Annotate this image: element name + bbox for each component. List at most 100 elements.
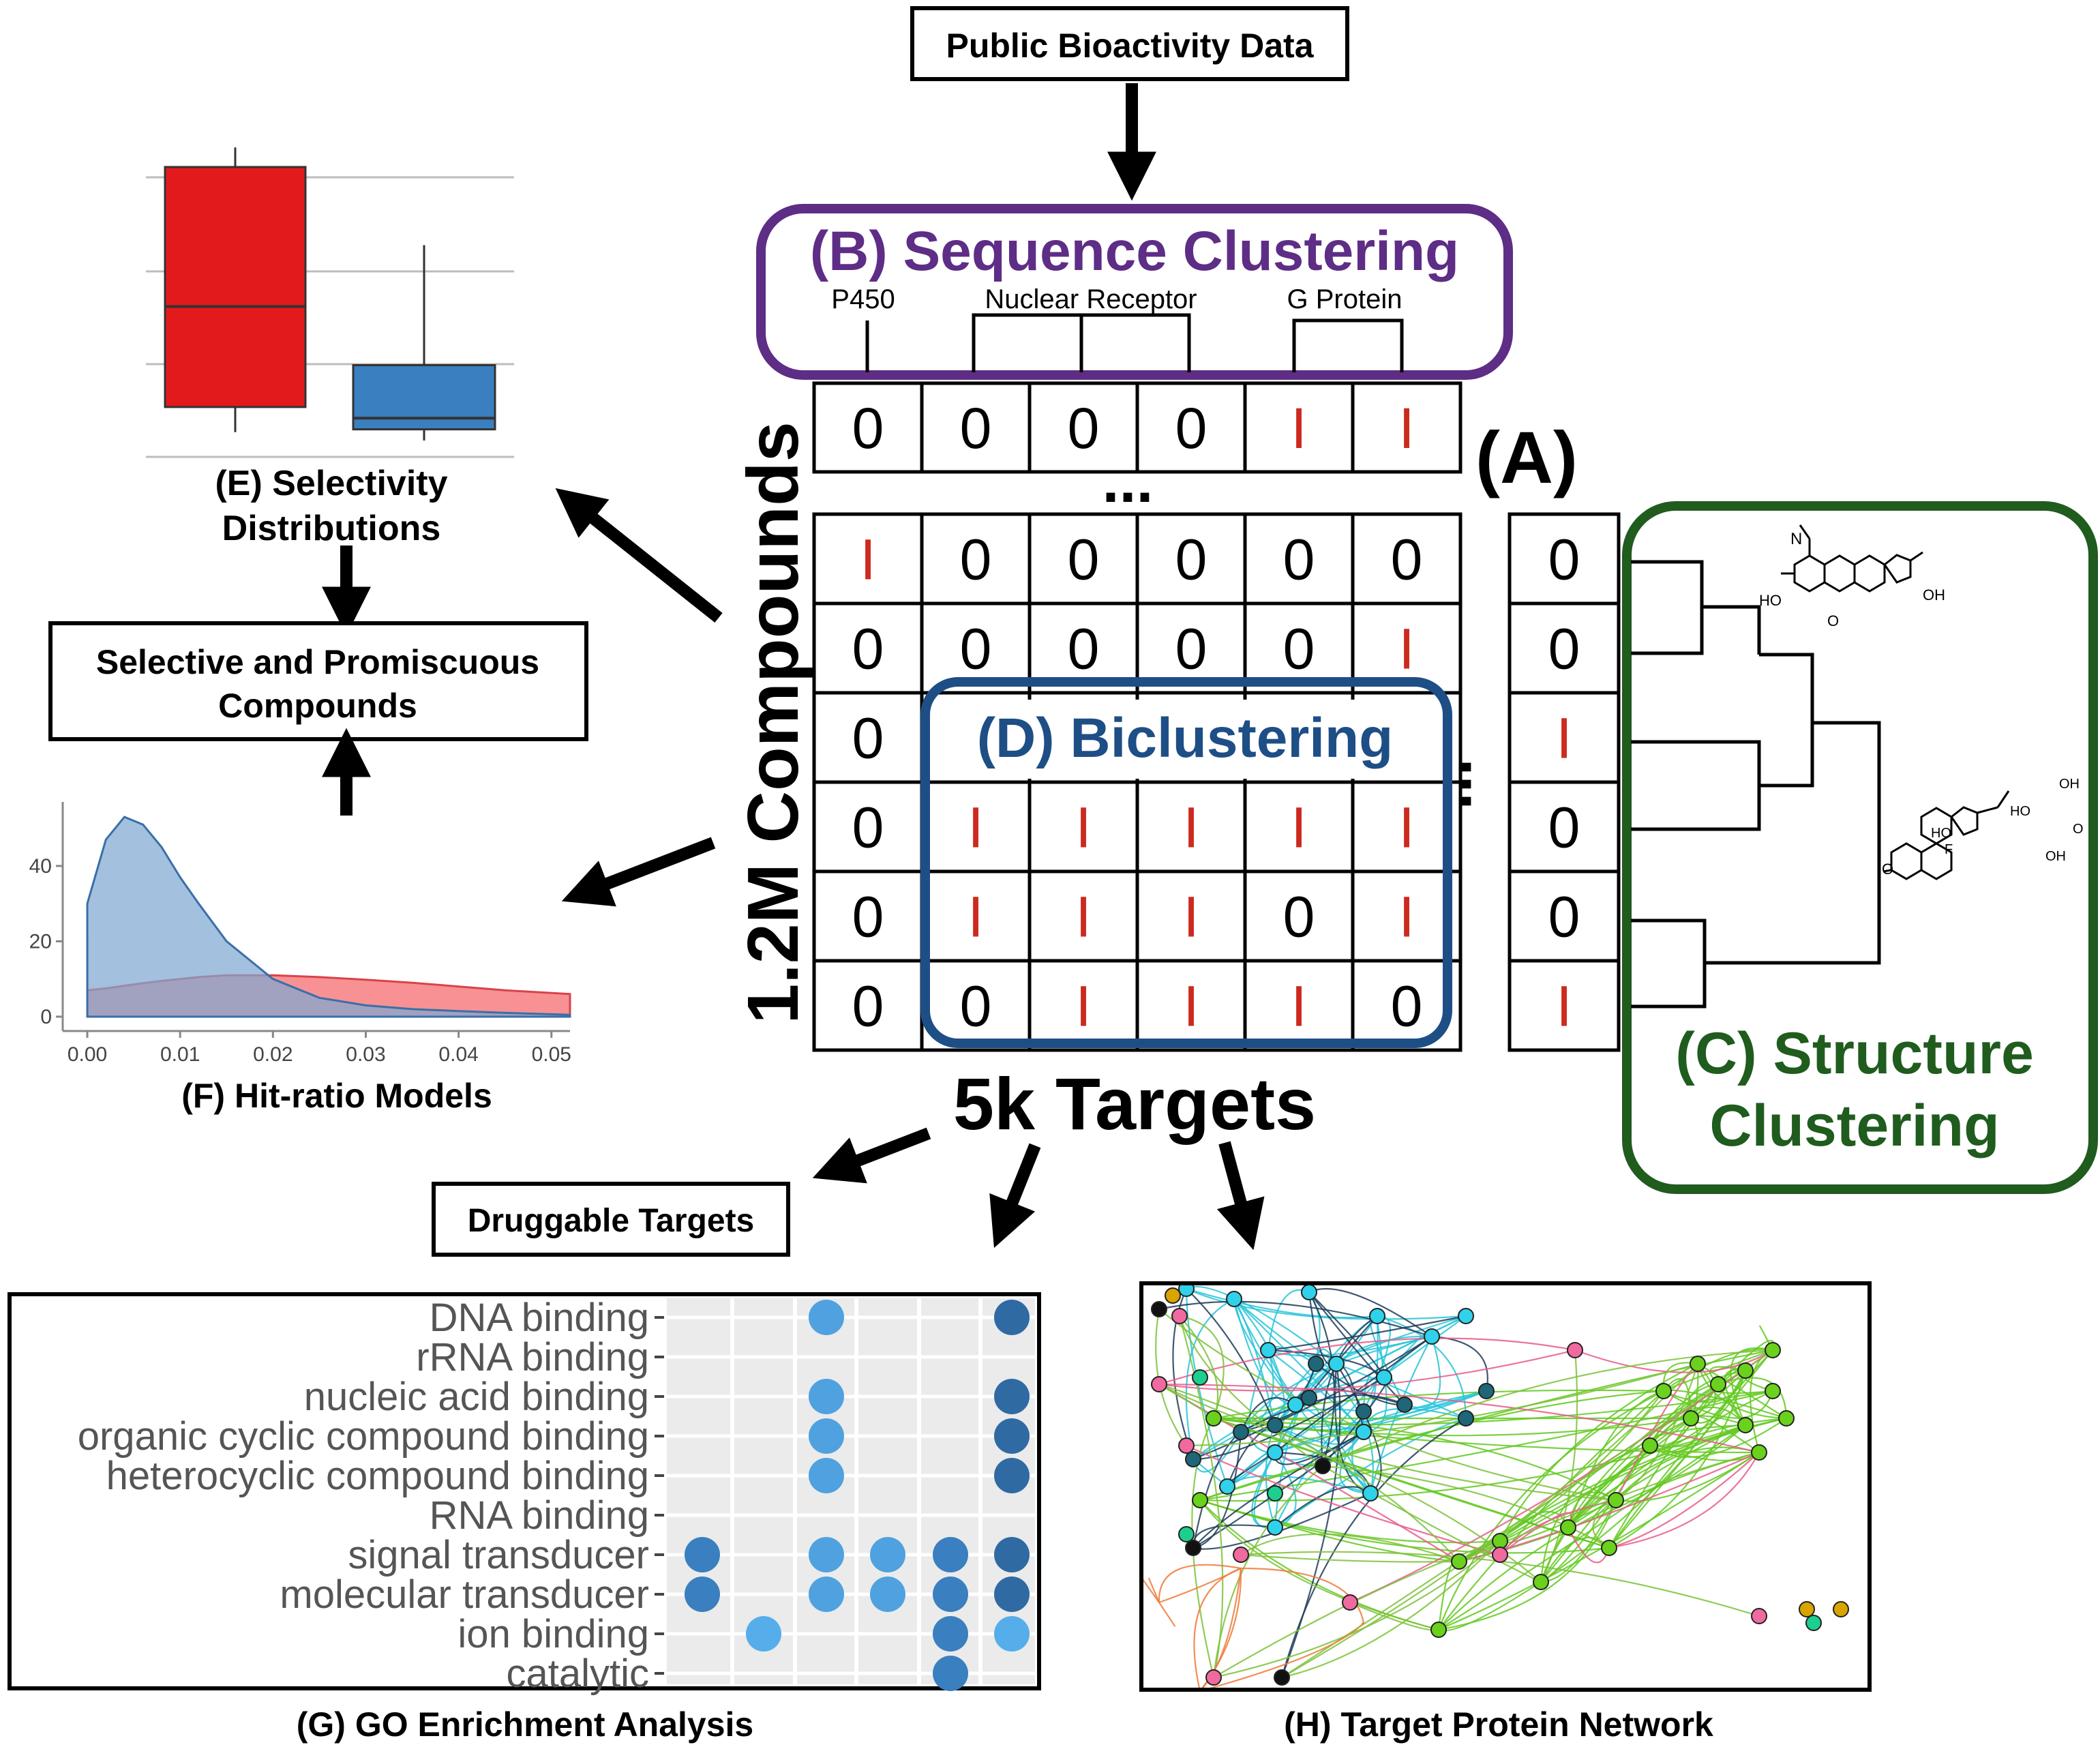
go-term-label: rRNA binding — [416, 1335, 649, 1379]
network-node-yellow — [1833, 1601, 1849, 1617]
matrix-cell-value: 0 — [1548, 617, 1580, 681]
network-edge — [1172, 1288, 1195, 1460]
network-node-green — [1205, 1410, 1222, 1427]
network-node-green — [1655, 1383, 1672, 1399]
network-edge — [1362, 1407, 1467, 1433]
go-term-label: heterocyclic compound binding — [106, 1454, 649, 1498]
network-layer — [1143, 1285, 1849, 1688]
panel-e-caption-2: Distributions — [222, 509, 441, 548]
network-edge — [1608, 1452, 1760, 1549]
network-node-green — [1451, 1553, 1467, 1570]
network-edge — [1437, 1390, 1664, 1630]
matrix-side-cell — [1508, 959, 1621, 1052]
matrix-top-cell — [812, 381, 924, 474]
network-edge — [1213, 1389, 1664, 1420]
network-node-pink — [1205, 1669, 1222, 1686]
network-edge — [1213, 1540, 1501, 1679]
network-node-cyan — [1376, 1369, 1392, 1386]
matrix-cell-value: I — [860, 528, 875, 592]
matrix-cell — [1135, 869, 1247, 963]
molecule-bottom-ho1: HO — [1931, 826, 1951, 841]
network-edge — [1567, 1424, 1746, 1528]
network-node-pink — [1151, 1376, 1167, 1392]
network-edge — [1158, 1564, 1242, 1603]
network-edge — [1186, 1288, 1276, 1426]
network-edge — [1143, 1579, 1160, 1603]
network-edge — [1322, 1465, 1610, 1549]
network-node-teal — [1458, 1410, 1474, 1427]
boxplot-box — [164, 166, 307, 408]
network-edge — [1199, 1390, 1664, 1502]
matrix-cell-value: I — [1398, 885, 1414, 949]
matrix-cell — [920, 780, 1032, 874]
network-node-black — [1315, 1458, 1331, 1474]
density-x-tick-label: 0.00 — [68, 1043, 107, 1066]
network-edge — [1608, 1452, 1760, 1549]
sequence-dendrogram — [865, 313, 1404, 372]
network-edge — [1240, 1533, 1460, 1563]
network-edge — [1191, 1418, 1215, 1678]
matrix-cell-value: I — [1075, 796, 1091, 860]
go-dot — [994, 1379, 1030, 1414]
network-edge — [1663, 1348, 1773, 1392]
sequence-clustering-title: (B) Sequence Clustering — [810, 220, 1459, 282]
network-edge — [1540, 1444, 1651, 1583]
arrow-targets-to-go — [989, 1143, 1041, 1249]
density-x-tick-label: 0.03 — [346, 1043, 385, 1066]
network-edge — [1186, 1287, 1378, 1319]
matrix-cell-value: 0 — [1175, 528, 1208, 592]
matrix-cell-value: 0 — [1175, 396, 1208, 460]
matrix-cell-value: 0 — [960, 396, 992, 460]
network-edge — [1199, 1424, 1746, 1502]
matrix-cell-value: I — [1398, 796, 1414, 860]
target-protein-network — [1143, 1285, 1849, 1688]
matrix-cell-value: I — [1075, 885, 1091, 949]
matrix-cell — [1028, 959, 1139, 1052]
matrix-horizontal-ellipsis: ... — [1448, 758, 1516, 809]
network-edge — [1178, 1315, 1323, 1467]
group-nuclear-receptor-label: Nuclear Receptor — [985, 284, 1197, 314]
matrix-top-cell — [1351, 381, 1462, 474]
selectivity-boxplot — [146, 147, 514, 458]
matrix-cell-value: 0 — [1283, 885, 1315, 949]
go-dot — [994, 1537, 1030, 1572]
go-term-label: ion binding — [457, 1612, 649, 1656]
network-edge — [1322, 1465, 1542, 1583]
network-node-mint — [1192, 1369, 1208, 1386]
matrix-top-cell — [1243, 381, 1355, 474]
network-node-cyan — [1267, 1519, 1283, 1536]
matrix-cell-value: 0 — [1391, 528, 1423, 592]
network-node-green — [1778, 1410, 1795, 1427]
network-node-green — [1642, 1437, 1658, 1454]
matrix-cell-value: 0 — [1548, 796, 1580, 860]
matrix-cell — [1028, 869, 1139, 963]
go-dot — [933, 1537, 968, 1572]
network-node-yellow — [1799, 1601, 1815, 1617]
network-edge — [1574, 1349, 1773, 1373]
network-edge — [1199, 1499, 1439, 1631]
arrow-targets-to-druggable — [812, 1127, 931, 1184]
matrix-cell-value: 0 — [852, 706, 884, 771]
network-node-black — [1274, 1669, 1290, 1686]
go-dot — [933, 1616, 968, 1652]
go-term-label: catalytic — [506, 1652, 649, 1696]
matrix-cell — [1243, 959, 1355, 1052]
arrow-targets-to-network — [1216, 1141, 1265, 1251]
go-dot — [933, 1656, 968, 1691]
network-node-cyan — [1178, 1285, 1195, 1297]
network-node-mint — [1805, 1615, 1822, 1631]
network-edge — [1158, 1300, 1432, 1338]
matrix-side-cell — [1508, 512, 1621, 606]
go-dot — [809, 1300, 844, 1335]
network-edge — [1179, 1315, 1219, 1419]
molecule-bottom-ho2: HO — [2010, 804, 2030, 819]
matrix-cell — [812, 959, 924, 1052]
network-edge — [1212, 1465, 1323, 1678]
network-edge — [1185, 1298, 1235, 1460]
matrix-cell-value: 0 — [960, 617, 992, 681]
network-node-teal — [1267, 1417, 1283, 1433]
matrix-top-cell — [920, 381, 1032, 474]
matrix-cell — [1028, 512, 1139, 606]
